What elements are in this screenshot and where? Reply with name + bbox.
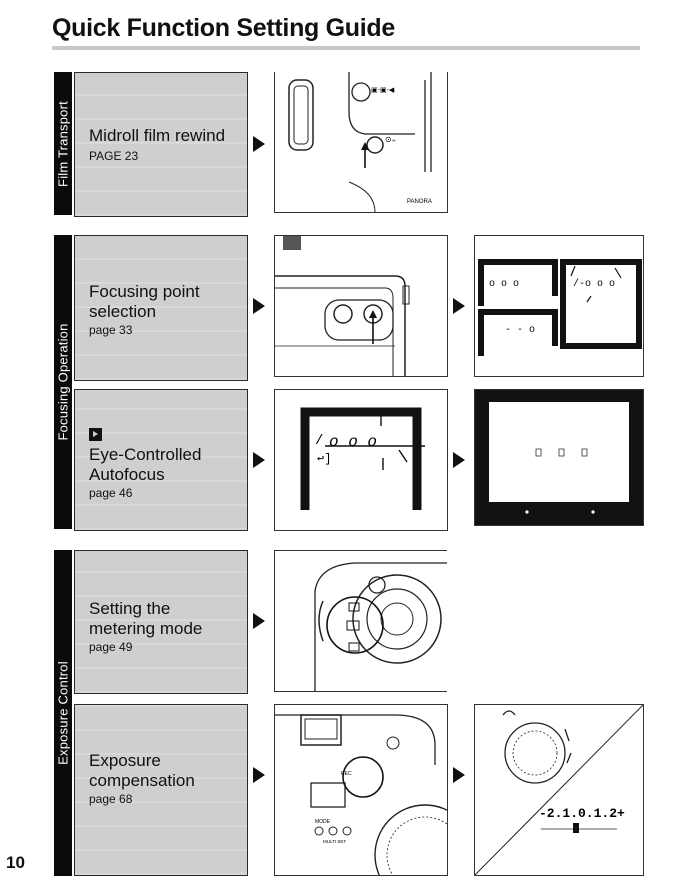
figure-viewfinder-screen	[474, 389, 644, 526]
card-page-ref: page 33	[89, 323, 133, 337]
card-title: Eye-Controlled	[89, 445, 202, 464]
mode-label: MODE	[315, 819, 331, 825]
figure-viewfinder-eye-af: o o o / ↩]	[274, 389, 448, 531]
card-title: Focusing point	[89, 282, 200, 301]
svg-text:⊙₌: ⊙₌	[385, 135, 396, 144]
figure-focus-point-displays: o o o - - o /-o o o	[474, 235, 644, 377]
right-triangle-arrow-icon	[253, 767, 265, 783]
right-triangle-arrow-icon	[253, 136, 265, 152]
svg-text:▣-▣-◀: ▣-▣-◀	[371, 87, 395, 94]
card-eye-controlled-af: Eye-Controlled Autofocus page 46	[74, 389, 248, 531]
card-title: compensation	[89, 771, 195, 790]
section-label: Exposure Control	[55, 661, 71, 765]
svg-text:↩]: ↩]	[317, 452, 331, 466]
card-title: selection	[89, 302, 157, 321]
figure-camera-rewind-button: ▣-▣-◀ ⊙₌ PANORA	[274, 72, 448, 213]
right-triangle-arrow-icon	[453, 452, 465, 468]
svg-text:/-o o o: /-o o o	[573, 278, 615, 290]
card-page-ref: page 49	[89, 640, 133, 654]
card-title: Autofocus	[89, 465, 165, 484]
card-title: Midroll film rewind	[89, 126, 226, 145]
right-triangle-arrow-icon	[453, 298, 465, 314]
figure-camera-top-buttons	[274, 235, 448, 377]
card-focusing-point: Focusing point selection page 33	[74, 235, 248, 381]
section-label: Focusing Operation	[55, 323, 71, 441]
card-title: Setting the	[89, 599, 171, 618]
svg-text:/: /	[315, 433, 323, 449]
display-single: - - o	[505, 325, 535, 336]
rec-label: REC	[341, 771, 352, 777]
figure-mode-dial	[274, 550, 447, 692]
section-tab-exposure-control: Exposure Control	[54, 550, 72, 876]
card-exposure-compensation: Exposure compensation page 68	[74, 704, 248, 876]
eye-control-icon	[89, 428, 102, 441]
figure-camera-back-dial: REC MODE MULTI SET	[274, 704, 448, 876]
svg-text:o o o: o o o	[329, 433, 377, 451]
multi-label: MULTI SET	[323, 839, 346, 844]
card-midroll-rewind: Midroll film rewind PAGE 23	[74, 72, 248, 217]
card-page-ref: page 68	[89, 792, 133, 806]
exposure-scale: -2.1.0.1.2+	[539, 806, 625, 821]
figure-exposure-scale: -2.1.0.1.2+	[474, 704, 644, 876]
section-tab-focusing-operation: Focusing Operation	[54, 235, 72, 529]
right-triangle-arrow-icon	[253, 613, 265, 629]
right-triangle-arrow-icon	[253, 298, 265, 314]
card-title: Exposure	[89, 751, 161, 770]
card-page-ref: page 46	[89, 486, 133, 500]
page-title: Quick Function Setting Guide	[52, 14, 395, 42]
title-rule	[52, 46, 640, 50]
card-title: metering mode	[89, 619, 203, 638]
panorama-label: PANORA	[407, 199, 432, 205]
section-tab-film-transport: Film Transport	[54, 72, 72, 215]
right-triangle-arrow-icon	[253, 452, 265, 468]
card-metering-mode: Setting the metering mode page 49	[74, 550, 248, 694]
section-label: Film Transport	[55, 100, 71, 187]
right-triangle-arrow-icon	[453, 767, 465, 783]
page-number: 10	[6, 853, 25, 872]
card-page-ref: PAGE 23	[89, 149, 139, 163]
display-dots: o o o	[489, 279, 519, 290]
